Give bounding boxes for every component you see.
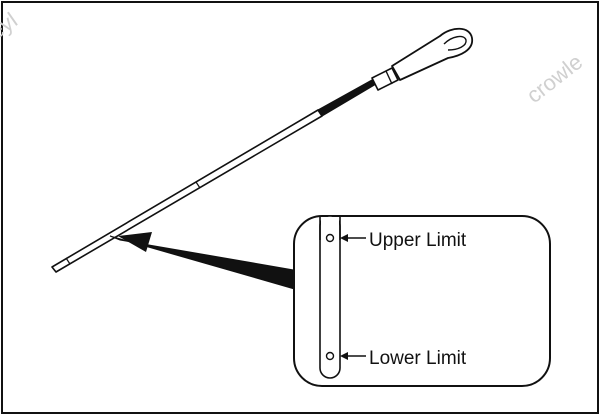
dipstick-collar-ring xyxy=(385,70,393,85)
lower-limit-hole xyxy=(325,351,335,361)
lower-limit-label: Lower Limit xyxy=(369,348,467,369)
dipstick-tip-mark xyxy=(65,257,71,265)
callout-pointer-head xyxy=(118,232,152,252)
upper-limit-hole xyxy=(325,233,335,243)
dipstick xyxy=(51,27,473,273)
upper-limit-leader-arrowhead xyxy=(340,234,348,242)
dipstick-handle xyxy=(391,27,473,81)
dipstick-handle-grip xyxy=(443,35,467,51)
dipstick-blade-mark xyxy=(195,181,201,189)
callout-box xyxy=(293,215,551,387)
magnified-blade-top xyxy=(321,217,339,229)
dipstick-collar xyxy=(371,67,399,91)
magnified-blade xyxy=(319,215,341,379)
upper-limit-label: Upper Limit xyxy=(369,230,467,251)
lower-limit-leader-arrowhead xyxy=(340,352,348,360)
